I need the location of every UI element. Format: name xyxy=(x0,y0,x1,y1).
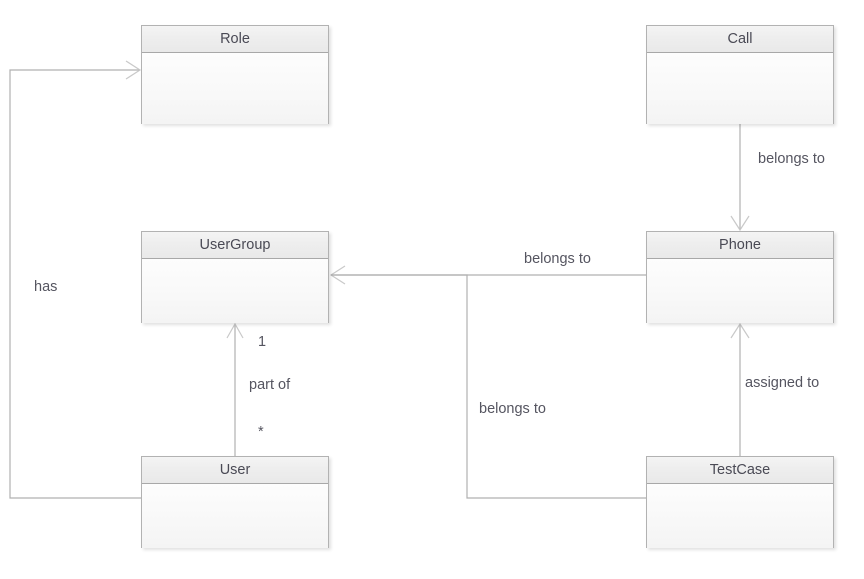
class-box-user[interactable]: User xyxy=(141,456,329,548)
edge-label-phone-usergroup: belongs to xyxy=(521,251,594,267)
class-name-user: User xyxy=(142,457,328,484)
class-body-call xyxy=(647,53,833,124)
class-box-role[interactable]: Role xyxy=(141,25,329,124)
multiplicity-many: * xyxy=(256,424,266,440)
class-name-usergroup: UserGroup xyxy=(142,232,328,259)
edge-label-user-role: has xyxy=(31,279,61,295)
class-body-user xyxy=(142,484,328,548)
edge-label-testcase-phone: assigned to xyxy=(742,375,823,391)
class-box-usergroup[interactable]: UserGroup xyxy=(141,231,329,323)
class-body-phone xyxy=(647,259,833,323)
multiplicity-one: 1 xyxy=(256,334,269,350)
edge-phone-usergroup xyxy=(329,265,646,285)
class-box-testcase[interactable]: TestCase xyxy=(646,456,834,548)
edge-label-call-phone: belongs to xyxy=(755,151,828,167)
edge-label-testcase-usergroup: belongs to xyxy=(476,401,549,417)
class-body-usergroup xyxy=(142,259,328,323)
class-box-phone[interactable]: Phone xyxy=(646,231,834,323)
class-body-role xyxy=(142,53,328,124)
class-name-role: Role xyxy=(142,26,328,53)
class-box-call[interactable]: Call xyxy=(646,25,834,124)
edge-user-role xyxy=(9,60,142,499)
edge-testcase-usergroup xyxy=(331,274,646,499)
edge-call-phone xyxy=(730,124,750,232)
class-name-testcase: TestCase xyxy=(647,457,833,484)
edge-user-usergroup xyxy=(226,322,244,456)
class-body-testcase xyxy=(647,484,833,548)
class-name-phone: Phone xyxy=(647,232,833,259)
edge-label-user-usergroup: part of xyxy=(246,377,294,393)
class-name-call: Call xyxy=(647,26,833,53)
